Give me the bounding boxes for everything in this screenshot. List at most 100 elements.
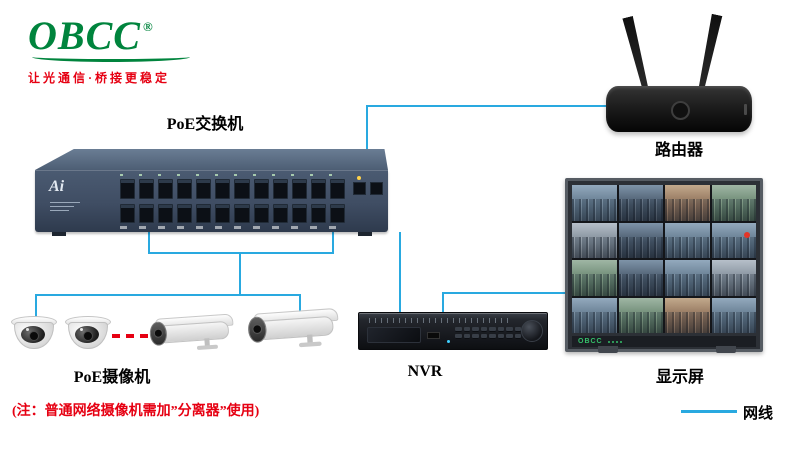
nvr-device [358, 312, 548, 350]
nvr-button [497, 334, 504, 339]
rj45-port [177, 179, 193, 199]
video-wall-cell [618, 185, 663, 221]
dome-camera-glint [26, 328, 29, 331]
legend-label: 网线 [743, 406, 774, 422]
rj45-port [329, 203, 345, 223]
bullet-camera-1 [147, 313, 247, 356]
nvr-ir-window [367, 327, 421, 343]
rj45-port [139, 203, 155, 223]
router-device [606, 86, 752, 132]
rj45-port [310, 203, 326, 223]
camera-lens-icon [29, 331, 39, 341]
cable-switch-to-router-horizontal [366, 105, 612, 107]
nvr-button [506, 334, 513, 339]
footnote-text: (注：普通网络摄像机需加”分离器”使用) [12, 404, 260, 419]
switch-brand-text: Ai [49, 178, 65, 195]
cable-switch-to-router-vertical [366, 105, 368, 171]
video-wall-cell [665, 260, 710, 296]
video-wall-cell [665, 222, 710, 258]
cable-bullet-camera-drop [299, 294, 301, 316]
brand-logo: OBCC® 让光通信·桥接更稳定 [28, 6, 190, 86]
video-wall-cell [572, 260, 617, 296]
nvr-button [472, 327, 479, 332]
cable-nvr-to-display-vertical [442, 292, 444, 313]
rj45-port [253, 203, 269, 223]
wall-brand-text: OBCC [578, 338, 603, 345]
nvr-button [455, 327, 462, 332]
nvr-button [463, 334, 470, 339]
rj45-port [158, 203, 174, 223]
rj45-port [291, 179, 307, 199]
nvr-usb-port [427, 332, 440, 339]
dome-camera-glint [80, 328, 83, 331]
nvr-button [455, 334, 462, 339]
rj45-port [215, 179, 231, 199]
cable-switch-to-nvr [399, 232, 401, 313]
video-wall-cell [618, 260, 663, 296]
bullet-camera-mount [298, 341, 322, 348]
display-label: 显示屏 [655, 369, 704, 386]
rj45-port [310, 179, 326, 199]
rj45-port [120, 179, 136, 199]
video-wall-cell [665, 185, 710, 221]
camera-lens-icon [83, 331, 93, 341]
nvr-button [489, 327, 496, 332]
video-wall-device: OBCC [565, 178, 763, 352]
cable-switch-camera-left-drop [148, 215, 150, 253]
rj45-port [234, 179, 250, 199]
dome-camera-2 [64, 316, 112, 350]
rj45-port [196, 179, 212, 199]
video-wall-cell [711, 222, 756, 258]
ellipsis-dashes [112, 334, 148, 338]
uplink-port [353, 182, 366, 195]
video-wall-cell [711, 260, 756, 296]
rj45-port [291, 203, 307, 223]
router-logo-ring [671, 101, 690, 120]
nvr-button [497, 327, 504, 332]
nvr-vent-ticks [369, 318, 509, 323]
rj45-port [253, 179, 269, 199]
cameras-label: PoE摄像机 [73, 369, 151, 386]
nvr-power-led [447, 340, 450, 343]
video-wall-cell [572, 185, 617, 221]
rj45-port [329, 179, 345, 199]
switch-foot [52, 232, 66, 236]
wall-indicator-dots [607, 340, 622, 343]
rj45-port [215, 203, 231, 223]
registered-trademark-icon: ® [142, 19, 154, 34]
nvr-button [472, 334, 479, 339]
bullet-camera-body [261, 315, 335, 341]
video-wall-cell [572, 222, 617, 258]
nvr-jog-dial [521, 320, 543, 342]
nvr-label: NVR [407, 363, 443, 380]
rj45-port [234, 203, 250, 223]
router-antenna-right [694, 13, 724, 92]
rj45-port [272, 203, 288, 223]
video-wall-cell [618, 297, 663, 333]
nvr-button [514, 334, 521, 339]
bullet-camera-body [162, 320, 230, 344]
brand-logo-text: OBCC® [28, 13, 154, 58]
video-wall-cell [572, 297, 617, 333]
video-wall-cell [618, 222, 663, 258]
wall-foot [598, 346, 618, 353]
dome-camera-1 [10, 316, 58, 350]
brand-tagline: 让光通信·桥接更稳定 [28, 71, 171, 85]
nvr-button [514, 327, 521, 332]
wall-grid [572, 185, 756, 333]
switch-foot [358, 232, 372, 236]
cable-nvr-to-display-horizontal [442, 292, 566, 294]
nvr-button [463, 327, 470, 332]
switch-uplink-ports [353, 182, 383, 195]
rj45-port [196, 203, 212, 223]
logo-underline-swoosh [32, 51, 190, 62]
cable-camera-lower-bus [35, 294, 301, 296]
rj45-port [272, 179, 288, 199]
router-label: 路由器 [654, 142, 703, 159]
rj45-port [177, 203, 193, 223]
wall-bottom-bezel: OBCC [572, 336, 756, 347]
poe-switch-device: Ai [35, 170, 388, 232]
nvr-buttons [455, 327, 521, 339]
legend-cable-swatch [681, 410, 737, 413]
